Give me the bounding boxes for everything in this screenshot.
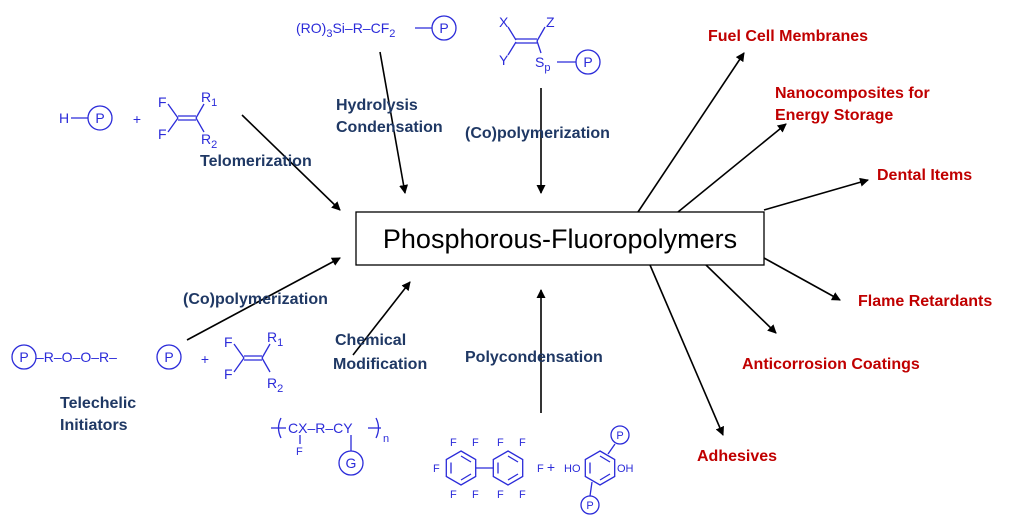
arrow-anticorrosion	[705, 264, 777, 334]
label-polycondensation: Polycondensation	[465, 349, 603, 366]
chem-f-bottom: F	[224, 366, 233, 382]
chem-z: Z	[546, 14, 555, 30]
label-telechelic: Telechelic	[60, 395, 136, 412]
chem-f-top: F	[224, 334, 233, 350]
chem-p: P	[164, 349, 173, 365]
chem-g: G	[346, 455, 357, 471]
benzene-ring-icon	[492, 450, 524, 486]
chem-y: Y	[499, 52, 509, 68]
chem-peroxide: –R–O–O–R–	[36, 349, 117, 365]
phosphorus-circle-icon	[580, 495, 600, 515]
chem-f-bottom: F	[158, 126, 167, 142]
chem-plus: +	[201, 351, 209, 367]
chem-f: F	[472, 437, 479, 449]
structure-polymer: CX–R–CY n F G	[271, 417, 389, 476]
benzene-ring-icon	[584, 450, 616, 486]
phosphorus-circle-icon	[575, 49, 601, 75]
chem-r1: R1	[201, 89, 217, 109]
arrow-copoly-left	[186, 257, 341, 341]
chem-f: F	[519, 489, 526, 501]
structure-polycondensation: F F F F F F F F F F + HO OH P P	[433, 425, 634, 515]
chem-x: X	[499, 14, 509, 30]
route-labels: Telomerization Hydrolysis Condensation (…	[60, 97, 610, 434]
app-adhesives: Adhesives	[697, 448, 777, 465]
app-dental: Dental Items	[877, 167, 972, 184]
chem-p: P	[95, 110, 104, 126]
chem-p: P	[616, 430, 623, 442]
outgoing-arrows	[637, 52, 869, 436]
label-chemical: Chemical	[335, 332, 406, 349]
app-nanocomposites: Nanocomposites for	[775, 85, 930, 102]
structure-telechelic: P –R–O–O–R– P + F F R1 R2	[11, 329, 283, 395]
structure-silane: (RO)3Si–R–CF2 P	[296, 15, 457, 41]
chem-ho: HO	[564, 463, 581, 475]
label-initiators: Initiators	[60, 417, 128, 434]
chem-s: Sp	[535, 54, 550, 74]
center-title: Phosphorous-Fluoropolymers	[383, 224, 737, 254]
g-circle-icon	[338, 450, 364, 476]
benzene-ring-icon	[445, 450, 477, 486]
phosphorus-circle-icon	[11, 344, 37, 370]
chem-p: P	[586, 500, 593, 512]
chem-r2: R2	[267, 375, 283, 395]
chem-plus: +	[133, 111, 141, 127]
chem-f: F	[472, 489, 479, 501]
app-energy-storage: Energy Storage	[775, 107, 893, 124]
chem-r2: R2	[201, 131, 217, 151]
chem-silane: (RO)3Si–R–CF2	[296, 20, 395, 40]
chem-f: F	[450, 489, 457, 501]
phosphorus-circle-icon	[87, 105, 113, 131]
structure-spacer-alkene: X Y Z Sp P	[499, 14, 601, 75]
incoming-arrows	[186, 51, 546, 413]
phosphorus-circle-icon	[431, 15, 457, 41]
center-box	[355, 211, 765, 266]
arrow-telomerization	[241, 114, 341, 211]
chem-f: F	[450, 437, 457, 449]
arrow-chemmod	[352, 281, 411, 356]
chem-hydrogen: H	[59, 110, 69, 126]
arrow-fuel-cell	[637, 52, 745, 213]
arrow-adhesives	[649, 264, 724, 436]
arrow-nanocomposites	[677, 123, 787, 213]
chem-oh: OH	[617, 463, 634, 475]
chem-f: F	[519, 437, 526, 449]
chem-r1: R1	[267, 329, 283, 349]
chem-f: F	[537, 463, 544, 475]
app-flame: Flame Retardants	[858, 293, 992, 310]
label-condensation: Condensation	[336, 119, 443, 136]
phosphorus-circle-icon	[156, 344, 182, 370]
label-copolymerization-left: (Co)polymerization	[183, 291, 328, 308]
chem-f-top: F	[158, 94, 167, 110]
arrow-dental	[763, 177, 869, 211]
label-hydrolysis: Hydrolysis	[336, 97, 418, 114]
label-modification: Modification	[333, 356, 427, 373]
chem-p: P	[19, 349, 28, 365]
chem-f: F	[497, 489, 504, 501]
chem-polymer-chain: CX–R–CY	[288, 420, 353, 436]
structure-h-p: H P + F F R1 R2	[59, 89, 217, 151]
chem-plus: +	[547, 459, 555, 475]
app-fuel-cell: Fuel Cell Membranes	[708, 28, 868, 45]
label-telomerization: Telomerization	[200, 153, 312, 170]
arrow-hydrolysis	[379, 51, 409, 194]
label-copolymerization-top: (Co)polymerization	[465, 125, 610, 142]
chem-f: F	[296, 446, 303, 458]
chem-f: F	[433, 463, 440, 475]
app-anticorrosion: Anticorrosion Coatings	[742, 356, 920, 373]
arrow-flame	[763, 257, 841, 301]
chem-p: P	[583, 54, 592, 70]
chem-p: P	[439, 20, 448, 36]
phosphorus-circle-icon	[610, 425, 630, 445]
chem-f: F	[497, 437, 504, 449]
chem-n: n	[383, 433, 389, 445]
application-labels: Fuel Cell Membranes Nanocomposites for E…	[697, 28, 992, 465]
center-node: Phosphorous-Fluoropolymers	[355, 211, 765, 266]
